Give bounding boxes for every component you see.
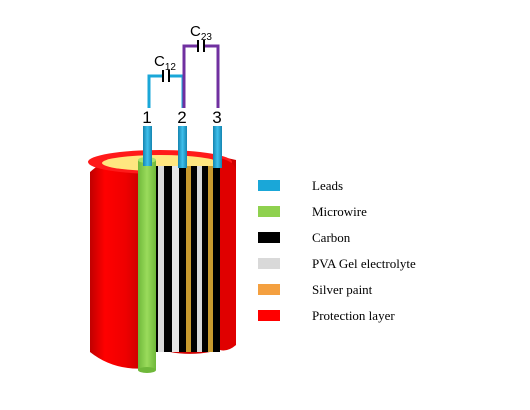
lead-2-label: 2 [177, 108, 186, 127]
stripe-carbon-6 [213, 166, 220, 352]
c12-label: C12 [154, 53, 176, 73]
stripe-carbon-2 [164, 166, 172, 352]
c12-wire-right [170, 74, 185, 108]
stripe-gel-2 [172, 166, 179, 352]
legend: Leads Microwire Carbon PVA Gel electroly… [258, 178, 416, 323]
legend-label-carbon: Carbon [312, 230, 351, 245]
stripe-carbon-5 [202, 166, 208, 352]
stripe-silver-1 [186, 166, 191, 352]
legend-label-leads: Leads [312, 178, 343, 193]
capacitor-c12: C12 [147, 53, 185, 108]
legend-label-silver: Silver paint [312, 282, 373, 297]
legend-swatch-gel [258, 258, 280, 269]
legend-swatch-microwire [258, 206, 280, 217]
c23-wire-right [205, 44, 220, 108]
legend-swatch-leads [258, 180, 280, 191]
legend-label-microwire: Microwire [312, 204, 367, 219]
legend-swatch-protection [258, 310, 280, 321]
microwire-body [138, 160, 156, 370]
legend-label-protection: Protection layer [312, 308, 395, 323]
layer-stripes [152, 166, 220, 352]
legend-swatch-silver [258, 284, 280, 295]
lead-1-post [143, 126, 152, 166]
c23-label: C23 [190, 23, 212, 43]
capacitor-c23: C23 [182, 23, 220, 108]
microwire-bottom [138, 367, 156, 373]
lead-3-label: 3 [212, 108, 221, 127]
protection-right-edge [220, 158, 236, 351]
protection-front-shell [90, 151, 150, 369]
lead-1-label: 1 [142, 108, 151, 127]
stripe-silver-2 [208, 166, 213, 352]
legend-label-gel: PVA Gel electrolyte [312, 256, 416, 271]
stripe-gel-3 [197, 166, 202, 352]
lead-3-post [213, 126, 222, 168]
leads: 1 2 3 [142, 108, 222, 168]
microwire [138, 157, 156, 373]
c12-wire-left [147, 74, 162, 108]
stripe-carbon-3 [179, 166, 186, 352]
stripe-gel-1 [158, 166, 164, 352]
stripe-carbon-4 [191, 166, 197, 352]
c23-wire-left [182, 44, 197, 108]
legend-swatch-carbon [258, 232, 280, 243]
lead-2-post [178, 126, 187, 168]
